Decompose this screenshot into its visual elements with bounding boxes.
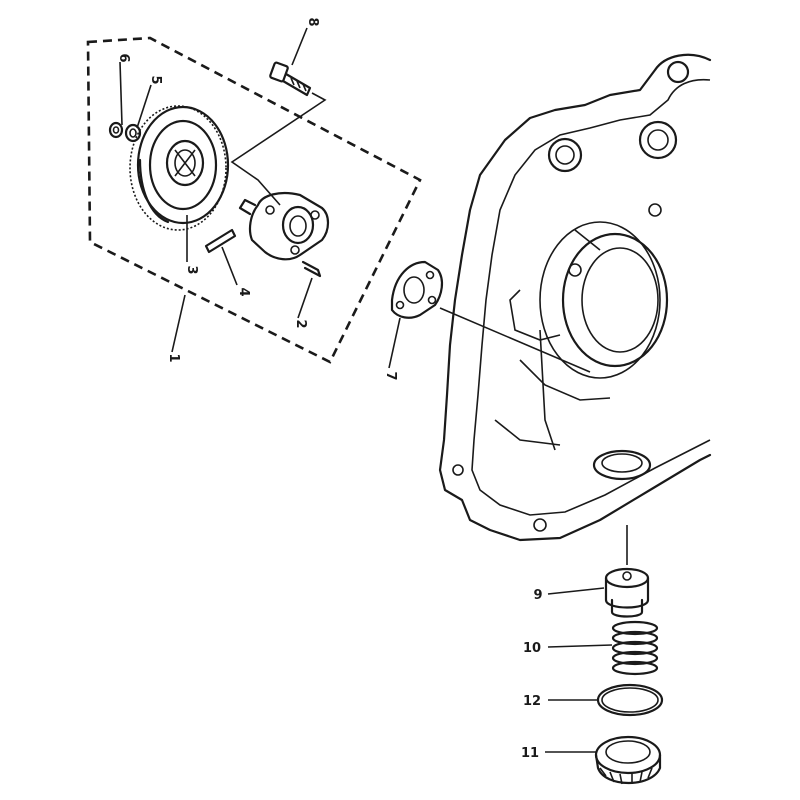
callout-1: 1 [166, 353, 181, 362]
callout-12: 12 [523, 694, 541, 709]
leader-7-to-crankcase [439, 307, 591, 373]
callout-8: 8 [305, 17, 320, 26]
pump-body [238, 191, 330, 261]
pin-part-4 [204, 228, 237, 254]
callout-leaders [119, 27, 613, 753]
callout-labels: 8 6 5 3 4 2 1 7 9 10 12 11 [116, 17, 543, 761]
o-ring-part-12 [596, 683, 664, 717]
spring-part-10 [611, 620, 659, 676]
callout-5: 5 [148, 75, 163, 84]
bolt-part-8 [269, 61, 312, 97]
callout-11: 11 [521, 746, 539, 761]
callout-7: 7 [383, 371, 398, 380]
crankcase [438, 53, 712, 542]
washer-part-6 [108, 121, 124, 139]
callout-3: 3 [184, 265, 199, 274]
callout-2: 2 [293, 319, 308, 328]
pump-assembly-boundary [86, 36, 422, 364]
callout-4: 4 [236, 287, 251, 296]
washer-part-5 [124, 123, 142, 143]
cap-part-11 [594, 735, 662, 785]
callout-6: 6 [116, 53, 131, 62]
pin-part-2 [301, 260, 322, 278]
leader-8-to-pump [230, 92, 327, 206]
callout-10: 10 [523, 641, 541, 656]
pump-gear-part-3 [129, 105, 230, 231]
strainer-part-9 [604, 567, 650, 618]
gasket-part-7 [390, 260, 444, 319]
callout-9: 9 [533, 588, 542, 603]
